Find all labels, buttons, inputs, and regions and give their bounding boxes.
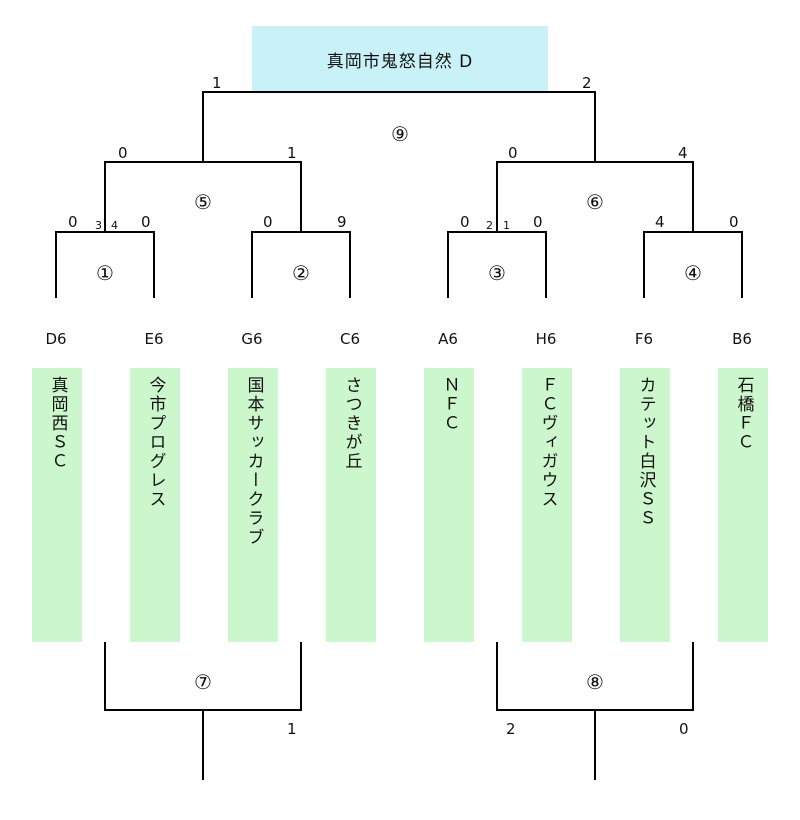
score-m2-right: 9 xyxy=(337,213,347,231)
team-code-5: A6 xyxy=(438,330,458,348)
team-column-3: 国本サッカークラブ xyxy=(228,368,278,642)
bracket-match-9 xyxy=(202,91,596,162)
score-m2-left: 0 xyxy=(263,213,273,231)
team-code-6: H6 xyxy=(535,330,557,348)
team-name-2: 今市プログレス xyxy=(145,376,166,509)
team-column-1: 真岡西ＳＣ xyxy=(32,368,82,642)
pk-m1-right: 4 xyxy=(111,219,118,232)
match-label-1: ① xyxy=(96,261,114,285)
score-final-right: 2 xyxy=(582,74,592,92)
match-label-9: ⑨ xyxy=(391,122,409,146)
score-m3-left: 0 xyxy=(460,213,470,231)
score-m8-right: 0 xyxy=(679,720,689,738)
match-label-5: ⑤ xyxy=(194,190,212,214)
pk-m1-left: 3 xyxy=(95,219,102,232)
team-name-5: ＮＦＣ xyxy=(439,376,460,433)
team-column-8: 石橋ＦＣ xyxy=(718,368,768,642)
score-final-left: 1 xyxy=(212,74,222,92)
score-m6-left: 0 xyxy=(508,144,518,162)
score-m3-right: 0 xyxy=(533,213,543,231)
team-code-2: E6 xyxy=(144,330,164,348)
team-column-6: ＦＣヴィガウス xyxy=(522,368,572,642)
pk-m3-right: 1 xyxy=(503,219,510,232)
team-column-4: さつきが丘 xyxy=(326,368,376,642)
score-m1-right: 0 xyxy=(141,213,151,231)
team-name-8: 石橋ＦＣ xyxy=(733,376,754,452)
match-label-8: ⑧ xyxy=(586,670,604,694)
team-name-4: さつきが丘 xyxy=(341,376,362,471)
team-code-4: C6 xyxy=(339,330,361,348)
match-label-3: ③ xyxy=(488,261,506,285)
team-column-7: カテット白沢ＳＳ xyxy=(620,368,670,642)
team-code-1: D6 xyxy=(45,330,67,348)
score-m8-left: 2 xyxy=(506,720,516,738)
score-m4-right: 0 xyxy=(729,213,739,231)
score-m1-left: 0 xyxy=(68,213,78,231)
score-m7-right: 1 xyxy=(287,720,297,738)
venue-title: 真岡市鬼怒自然 D xyxy=(252,26,548,92)
team-code-7: F6 xyxy=(634,330,654,348)
pk-m3-left: 2 xyxy=(486,219,493,232)
team-name-1: 真岡西ＳＣ xyxy=(47,376,68,471)
team-code-8: B6 xyxy=(732,330,752,348)
team-code-3: G6 xyxy=(241,330,263,348)
score-m4-left: 4 xyxy=(655,213,665,231)
score-m6-right: 4 xyxy=(678,144,688,162)
match-label-4: ④ xyxy=(684,261,702,285)
team-name-6: ＦＣヴィガウス xyxy=(537,376,558,509)
team-name-3: 国本サッカークラブ xyxy=(243,376,264,547)
match-label-7: ⑦ xyxy=(194,670,212,694)
score-m5-left: 0 xyxy=(118,144,128,162)
match-label-6: ⑥ xyxy=(586,190,604,214)
team-column-2: 今市プログレス xyxy=(130,368,180,642)
team-name-7: カテット白沢ＳＳ xyxy=(635,376,656,528)
team-column-5: ＮＦＣ xyxy=(424,368,474,642)
match-label-2: ② xyxy=(292,261,310,285)
score-m5-right: 1 xyxy=(287,144,297,162)
